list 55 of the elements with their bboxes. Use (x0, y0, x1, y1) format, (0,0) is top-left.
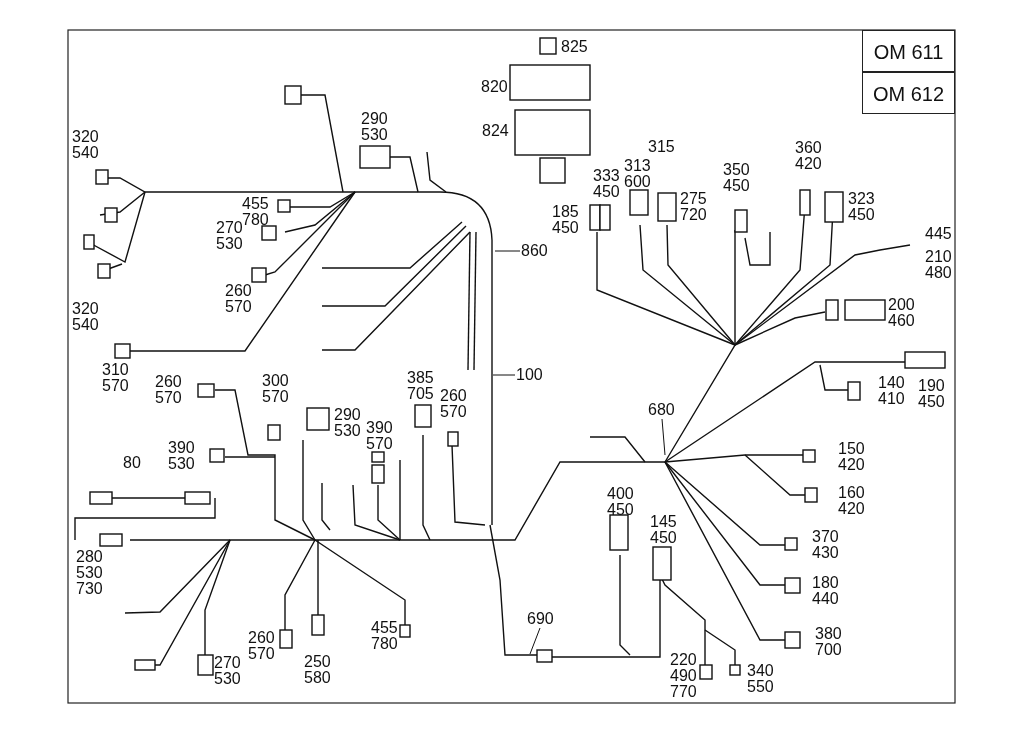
callout-number: 200 460 (888, 297, 915, 329)
callout-number: 820 (481, 79, 508, 95)
callout-number: 380 700 (815, 626, 842, 658)
callout-number: 445 (925, 226, 952, 242)
callout-number: 360 420 (795, 140, 822, 172)
callout-number: 270 530 (214, 655, 241, 687)
callout-number: 400 450 (607, 486, 634, 518)
callout-number: 680 (648, 402, 675, 418)
callout-number: 320 540 (72, 129, 99, 161)
callout-number: 390 570 (366, 420, 393, 452)
leader-line (661, 418, 666, 456)
callout-number: 260 570 (440, 388, 467, 420)
callout-number: 313 600 (624, 158, 651, 190)
callout-number: 320 540 (72, 301, 99, 333)
callout-number: 145 450 (650, 514, 677, 546)
table-cell: OM 611 (862, 30, 955, 72)
callout-number: 385 705 (407, 370, 434, 402)
callout-number: 690 (527, 611, 554, 627)
callout-number: 825 (561, 39, 588, 55)
callout-number: 455 780 (371, 620, 398, 652)
callout-number: 140 410 (878, 375, 905, 407)
callout-number: 300 570 (262, 373, 289, 405)
leader-line (529, 627, 541, 655)
callout-number: 280 530 730 (76, 549, 103, 597)
callout-number: 333 450 (593, 168, 620, 200)
callout-number: 270 530 (216, 220, 243, 252)
callout-number: 80 (123, 455, 141, 471)
callout-number: 290 530 (361, 111, 388, 143)
callout-number: 290 530 (334, 407, 361, 439)
callout-number: 190 450 (918, 378, 945, 410)
table-cell: OM 612 (862, 72, 955, 114)
callout-number: 150 420 (838, 441, 865, 473)
callout-number: 315 (648, 139, 675, 155)
callout-number: 455 780 (242, 196, 269, 228)
callout-number: 160 420 (838, 485, 865, 517)
callout-number: 310 570 (102, 362, 129, 394)
callout-number: 260 570 (248, 630, 275, 662)
callout-number: 180 440 (812, 575, 839, 607)
leader-line (494, 250, 521, 252)
callout-number: 275 720 (680, 191, 707, 223)
callout-number: 260 570 (225, 283, 252, 315)
callout-number: 350 450 (723, 162, 750, 194)
callout-number: 220 490 770 (670, 652, 697, 700)
callout-number: 185 450 (552, 204, 579, 236)
leader-line (492, 374, 516, 376)
callout-number: 250 580 (304, 654, 331, 686)
callout-number: 824 (482, 123, 509, 139)
callout-number: 100 (516, 367, 543, 383)
callout-number: 210 480 (925, 249, 952, 281)
callout-number: 860 (521, 243, 548, 259)
callout-number: 390 530 (168, 440, 195, 472)
callout-number: 260 570 (155, 374, 182, 406)
callout-number: 340 550 (747, 663, 774, 695)
callout-number: 323 450 (848, 191, 875, 223)
callout-number: 370 430 (812, 529, 839, 561)
